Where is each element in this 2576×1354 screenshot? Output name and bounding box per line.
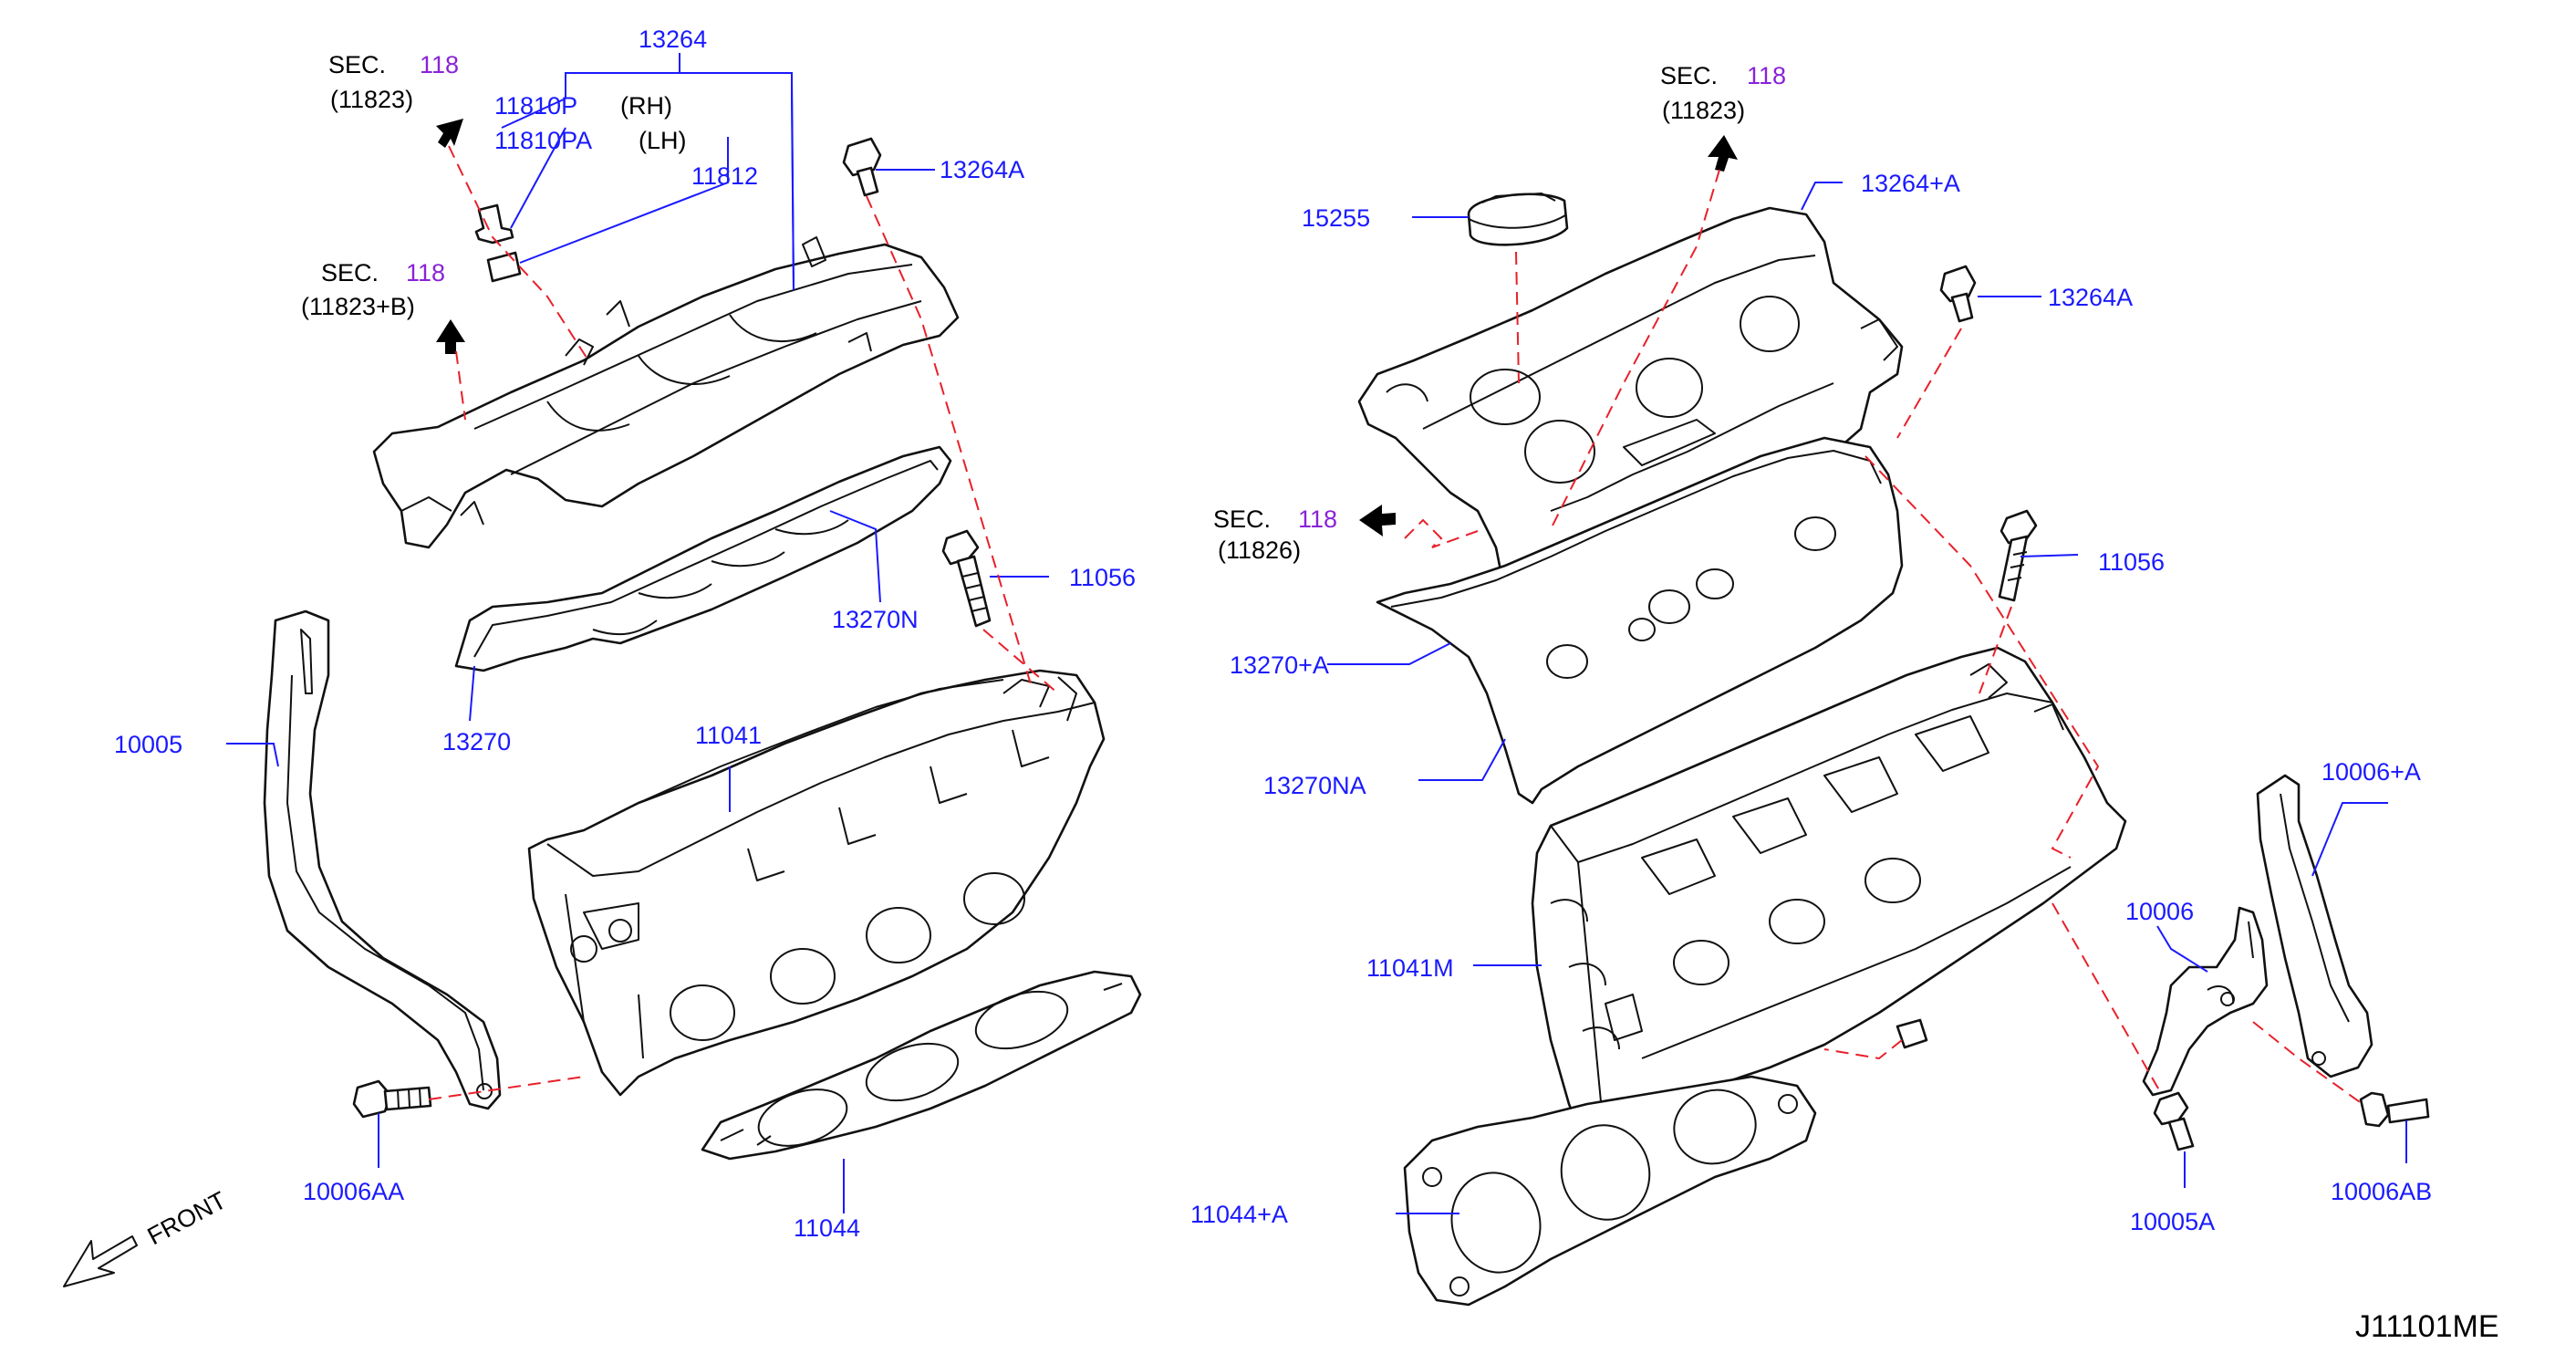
label-10006ab: 10006AB [2331,1178,2432,1205]
label-rh: (RH) [620,92,672,120]
bolt-10006ab [2359,1091,2430,1128]
label-sec-left-mid-num: 118 [406,259,445,286]
arrow-sec118-left-top [436,119,463,148]
label-13270: 13270 [442,728,511,755]
label-11056-right: 11056 [2098,548,2165,576]
label-13270na: 13270NA [1263,772,1366,799]
label-11056-left: 11056 [1069,564,1136,591]
label-10006-a: 10006+A [2322,758,2421,786]
right-leader-lines [1327,182,2407,1214]
right-bracket-10006-a [2256,774,2373,1078]
label-13270n: 13270N [832,606,919,633]
label-11812: 11812 [691,162,758,190]
bolt-11056-right [1998,509,2038,602]
label-sec-left-top-prefix: SEC. [328,51,386,78]
left-dashed-lines [428,145,1059,1100]
label-11044: 11044 [794,1214,860,1242]
left-engine-bracket [263,609,502,1110]
bolt-13264a-right [1939,265,1977,323]
label-sec-right-mid-prefix: SEC. [1213,505,1271,533]
left-rocker-cover [372,236,960,549]
left-rocker-cover-gasket [454,445,952,672]
label-sec-right-mid-ref: (11826) [1218,536,1301,564]
label-sec-right-top-num: 118 [1747,62,1786,89]
label-11810p: 11810P [494,92,577,120]
bolt-11056-left [941,529,992,628]
label-sec-left-mid-prefix: SEC. [321,259,379,286]
label-front: FRONT [143,1186,231,1250]
label-11041m: 11041M [1366,954,1454,982]
label-sec-right-top-prefix: SEC. [1660,62,1718,89]
label-13264: 13264 [639,26,707,53]
label-11810pa: 11810PA [494,127,592,154]
bolt-10005a [2153,1091,2195,1151]
label-sec-left-mid-ref: (11823+B) [301,293,415,320]
bolt-10006aa [352,1079,432,1119]
front-arrow [63,1235,138,1287]
label-10005: 10005 [114,731,182,758]
label-sec-right-mid-num: 118 [1298,505,1337,533]
label-13264a-left: 13264A [940,156,1024,183]
arrow-sec118-left-mid [436,319,465,354]
label-15255: 15255 [1302,204,1370,232]
plug [1896,1018,1928,1049]
label-10006aa: 10006AA [303,1178,404,1205]
right-bracket-10006 [2142,906,2269,1097]
arrow-sec118-right-mid [1359,505,1396,536]
label-sec-right-top-ref: (11823) [1662,97,1745,124]
label-13264-a: 13264+A [1861,170,1960,197]
label-10006: 10006 [2125,898,2194,925]
label-sec-left-top-num: 118 [420,51,459,78]
left-leader-lines [226,53,1049,1213]
oil-filler-cap [1467,193,1569,246]
bolt-13264a-left [842,137,882,197]
right-head-gasket [1403,1075,1817,1307]
left-cylinder-head [527,669,1106,1097]
diagram-code: J11101ME [2355,1309,2499,1344]
pcv-valve [474,203,522,283]
label-11044-a: 11044+A [1190,1201,1288,1228]
label-11041: 11041 [695,722,762,749]
label-sec-left-top-ref: (11823) [330,86,413,113]
label-13264a-right: 13264A [2048,284,2133,311]
right-rocker-cover-gasket [1376,436,1904,805]
right-dashed-lines [1404,169,2363,1105]
arrow-sec118-right-top [1708,135,1738,172]
label-10005a: 10005A [2130,1208,2215,1235]
label-13270-a: 13270+A [1230,651,1329,679]
left-head-gasket [701,970,1142,1161]
label-lh: (LH) [639,127,687,154]
